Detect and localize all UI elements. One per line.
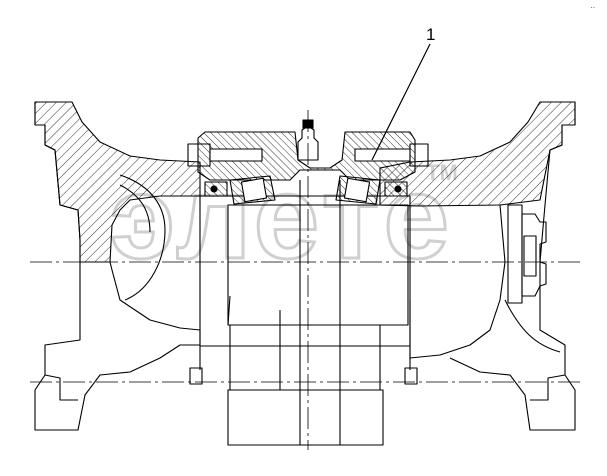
bearing-cap — [187, 119, 429, 181]
left-bore-curve-2 — [119, 184, 151, 233]
bearing-left-roller — [240, 177, 268, 203]
left-flange — [34, 101, 201, 431]
left-bore-curve — [119, 174, 166, 301]
lower-bolt-right — [404, 367, 418, 385]
callout-1: 1 — [371, 25, 435, 161]
left-flange-lower — [34, 261, 201, 431]
seal-left-dot — [210, 185, 218, 193]
housing-lower-block — [229, 324, 381, 391]
left-flange-foot — [44, 374, 78, 401]
cap-bolt-left — [209, 148, 263, 162]
right-flange-rib — [504, 299, 561, 353]
cap-bolt-right — [354, 148, 411, 162]
callout-label: 1 — [426, 25, 435, 44]
right-flange-outline — [539, 102, 576, 263]
bearing-right-roller — [343, 177, 371, 203]
callout-leader-line — [371, 43, 431, 161]
housing-edge — [227, 295, 231, 326]
seal-right-dot — [394, 185, 402, 193]
left-flange-outline — [34, 102, 81, 262]
centerlines — [30, 110, 580, 450]
right-nut-body — [521, 213, 547, 297]
bearings — [204, 175, 408, 205]
housing-body — [199, 195, 411, 347]
right-nut-washer — [507, 204, 523, 304]
lower-bolts — [189, 367, 418, 385]
right-flange-lower-outline — [449, 262, 576, 431]
central-housing — [199, 180, 411, 446]
right-flange-foot — [530, 374, 566, 401]
corner-mark: ·· — [590, 3, 595, 12]
right-nut-core — [523, 235, 537, 277]
lower-bolt-left — [189, 367, 203, 385]
housing-base — [227, 389, 384, 446]
